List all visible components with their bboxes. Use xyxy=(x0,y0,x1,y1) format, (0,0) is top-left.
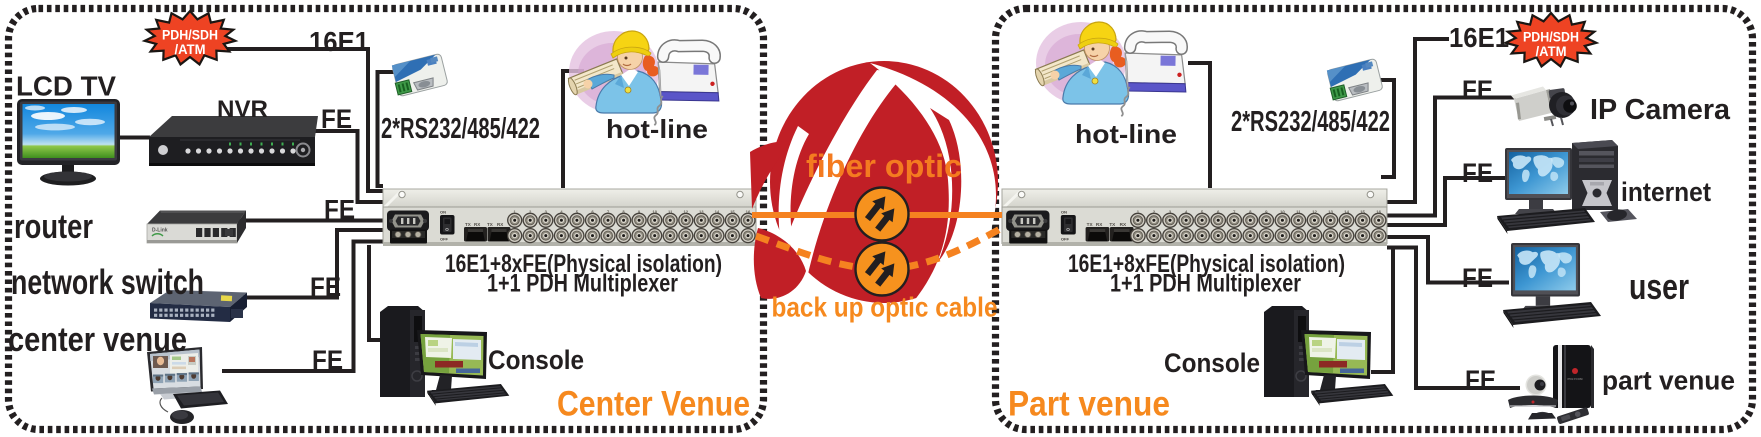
svg-text:NVR: NVR xyxy=(217,96,268,123)
svg-text:center venue: center venue xyxy=(8,321,187,359)
svg-text:FE: FE xyxy=(1465,365,1496,395)
svg-text:FE: FE xyxy=(1462,158,1493,188)
svg-text:router: router xyxy=(14,208,93,246)
svg-text:Console: Console xyxy=(488,345,584,375)
svg-text:D-Link: D-Link xyxy=(152,228,168,234)
svg-text:internet: internet xyxy=(1621,177,1711,207)
svg-text:1+1 PDH Multiplexer: 1+1 PDH Multiplexer xyxy=(487,270,678,298)
svg-text:hot-line: hot-line xyxy=(606,114,708,144)
svg-text:LCD TV: LCD TV xyxy=(16,71,116,102)
svg-text:POLYCOM: POLYCOM xyxy=(1568,377,1583,381)
svg-text:hot-line: hot-line xyxy=(1075,119,1177,149)
svg-text:16E1: 16E1 xyxy=(1449,22,1509,53)
svg-text:16E1+8xFE(Physical isolation): 16E1+8xFE(Physical isolation) xyxy=(1068,250,1345,278)
svg-text:fiber optic: fiber optic xyxy=(806,148,962,184)
svg-text:FE: FE xyxy=(1462,263,1493,293)
svg-text:user: user xyxy=(1629,266,1689,307)
svg-text:FE: FE xyxy=(321,104,352,134)
svg-text:FE: FE xyxy=(324,195,355,225)
svg-text:FE: FE xyxy=(312,345,343,375)
svg-text:2*RS232/485/422: 2*RS232/485/422 xyxy=(1231,106,1390,138)
svg-text:FE: FE xyxy=(1462,75,1493,105)
svg-text:back up optic cable: back up optic cable xyxy=(772,292,998,323)
svg-text:FE: FE xyxy=(310,272,341,302)
svg-text:Center Venue: Center Venue xyxy=(557,385,750,424)
svg-text:2*RS232/485/422: 2*RS232/485/422 xyxy=(381,113,540,145)
svg-text:16E1+8xFE(Physical isolation): 16E1+8xFE(Physical isolation) xyxy=(445,250,722,278)
svg-text:Console: Console xyxy=(1164,348,1260,378)
svg-text:Part venue: Part venue xyxy=(1008,385,1170,424)
svg-text:IP Camera: IP Camera xyxy=(1590,94,1731,126)
svg-text:16E1: 16E1 xyxy=(309,26,369,57)
svg-text:part venue: part venue xyxy=(1602,366,1735,396)
svg-text:network switch: network switch xyxy=(11,263,204,302)
svg-text:1+1 PDH Multiplexer: 1+1 PDH Multiplexer xyxy=(1110,270,1301,298)
